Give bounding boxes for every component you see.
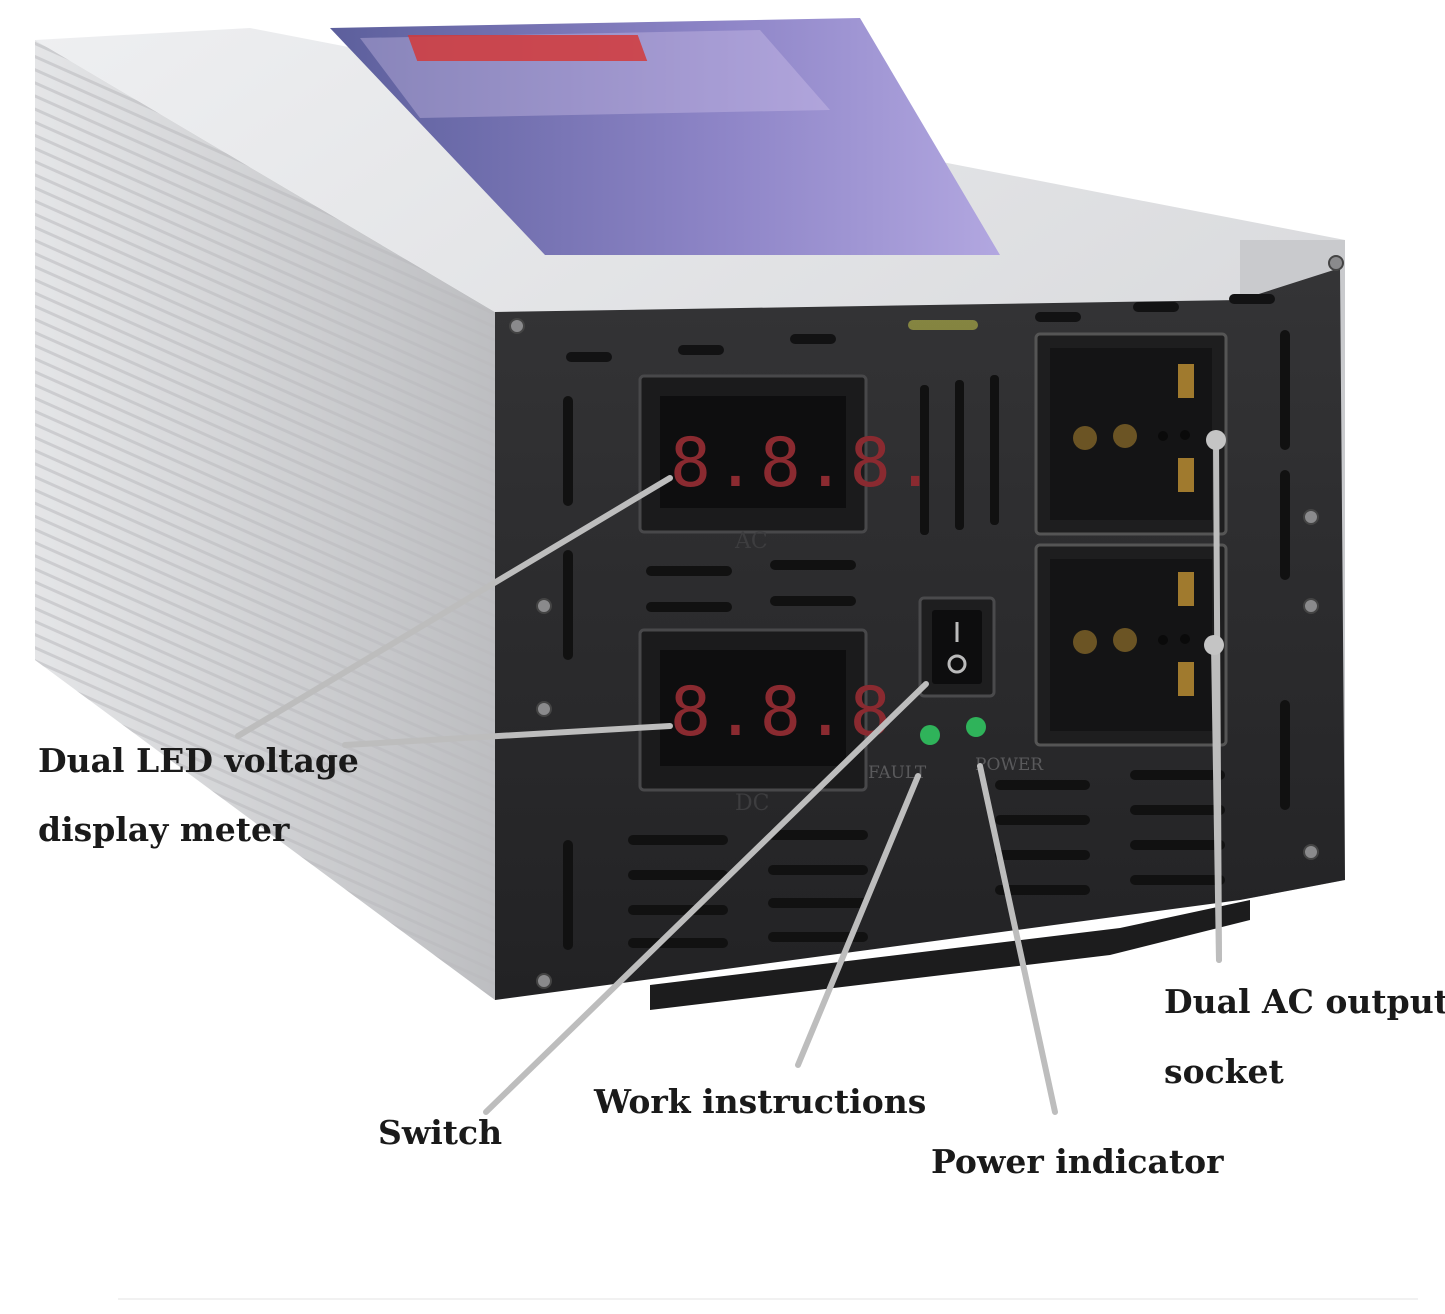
middle-vent-slots [646,560,856,612]
rocker-switch [918,596,996,698]
top-vent-slots [566,294,1275,362]
callout-display-meter-line2: display meter [38,810,290,849]
ac-meter-label: AC [734,529,768,554]
bottom-divider [118,1298,1418,1300]
dc-meter-label: DC [735,791,769,816]
ac-output-socket-top [1034,332,1228,536]
dc-voltage-meter: 8.8.8 DC [638,628,895,816]
center-vent-slots [920,375,999,535]
fault-led [920,725,940,745]
mounting-foot [650,900,1250,1010]
callout-anchors [1204,430,1226,655]
callout-ac-socket-line1: Dual AC output [1164,982,1445,1021]
ac-output-socket-bottom [1034,543,1228,747]
indicator-leds: FAULT POWER [868,717,1044,783]
callout-line-power [977,763,1058,1115]
side-vent-slots [563,330,1290,950]
callout-work-instructions: Work instructions [594,1082,927,1121]
dc-meter-digits: 8.8.8 [670,673,895,752]
callout-line-dc-meter [342,723,673,748]
callout-power-indicator: Power indicator [931,1142,1224,1181]
callout-lines [235,437,1222,1115]
callout-line-switch [483,681,929,1115]
callout-ac-socket-line2: socket [1164,1052,1284,1091]
screw-icons [509,255,1344,989]
fault-label: FAULT [868,763,927,783]
power-led [966,717,986,737]
ac-voltage-meter: 8.8.8. AC [638,374,940,554]
callout-line-ac-meter [235,475,673,739]
front-panel: 8.8.8. AC 8.8.8 DC FAULT POWER [495,255,1345,1010]
callout-display-meter-line1: Dual LED voltage [38,741,359,780]
power-label: POWER [975,755,1044,775]
callout-line-work [795,773,921,1068]
bottom-vent-grille [628,770,1225,948]
product-label-stripe [330,18,1000,255]
ac-meter-digits: 8.8.8. [670,424,940,503]
callout-switch: Switch [378,1113,503,1152]
